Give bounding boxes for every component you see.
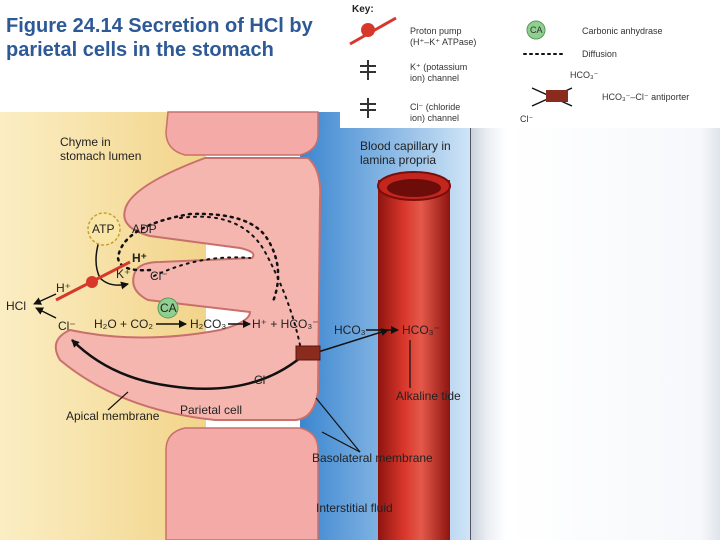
blood-capillary-label: Blood capillary in lamina propria bbox=[360, 139, 454, 167]
key-diffusion-label: Diffusion bbox=[582, 49, 617, 59]
ca-label: CA bbox=[160, 301, 177, 315]
proton-pump-arrow bbox=[55, 260, 131, 302]
apical-leader bbox=[107, 391, 129, 411]
co2-diffusion-path bbox=[179, 215, 301, 346]
key-antiporter-label: HCO₃⁻–Cl⁻ antiporter bbox=[602, 92, 689, 102]
key-cl-channel-label: Cl⁻ (chloride ion) channel bbox=[410, 102, 463, 123]
key-ca-symbol: CA bbox=[530, 25, 543, 35]
key-antiporter-hco3: HCO₃⁻ bbox=[570, 70, 599, 80]
slide-title: Figure 24.14 Secretion of HCl by parieta… bbox=[6, 15, 313, 61]
cl-diffusion-path bbox=[153, 256, 251, 277]
k-pump-label: K⁺ bbox=[116, 267, 130, 281]
hcl-arrow bbox=[33, 293, 57, 305]
right-panel bbox=[470, 128, 720, 540]
equation-right-label: H⁺ + HCO₃⁻ bbox=[252, 317, 319, 331]
key-antiporter-cl: Cl⁻ bbox=[520, 114, 533, 124]
hco3-out-arrow bbox=[317, 328, 389, 353]
h-left-label: H⁺ bbox=[56, 281, 71, 295]
adp-label: ADP bbox=[132, 222, 157, 236]
blood-capillary bbox=[378, 180, 450, 540]
hco3-out-label: HCO₃ bbox=[334, 323, 366, 337]
carbonic-anhydrase-circle bbox=[157, 297, 179, 319]
interstitial-fluid-label: Interstitial fluid bbox=[316, 501, 393, 515]
alkaline-tide-label: Alkaline tide bbox=[396, 389, 461, 403]
equation-left-label: H₂O + CO₂ bbox=[94, 317, 153, 331]
key-background bbox=[340, 0, 720, 128]
lower-neighbor-cell bbox=[165, 427, 319, 540]
k-diffusion-path bbox=[116, 212, 280, 306]
key-ca-label: Carbonic anhydrase bbox=[582, 26, 663, 36]
cl-to-hcl-arrow bbox=[35, 307, 57, 319]
key-panel: Key: Proton pump (H⁺–K⁺ ATPase) K⁺ (pota… bbox=[340, 0, 720, 128]
atp-circle bbox=[87, 212, 121, 246]
key-proton-pump-label: Proton pump (H⁺–K⁺ ATPase) bbox=[410, 26, 476, 47]
equation-mid-label: H₂CO₃ bbox=[190, 317, 226, 331]
key-proton-pump-arrow bbox=[349, 16, 397, 46]
hco3-blood-label: HCO₃⁻ bbox=[402, 323, 440, 337]
key-antiporter-icon bbox=[546, 90, 568, 102]
hco3-cl-antiporter bbox=[295, 345, 321, 361]
key-k-channel-label: K⁺ (potassium ion) channel bbox=[410, 62, 470, 83]
basolateral-membrane-label: Basolateral membrane bbox=[312, 451, 433, 465]
basolateral-leader-1 bbox=[315, 397, 361, 453]
key-ca-icon bbox=[526, 20, 546, 40]
apical-membrane-label: Apical membrane bbox=[66, 409, 160, 423]
atp-label: ATP bbox=[92, 222, 114, 236]
hcl-label: HCl bbox=[6, 299, 26, 313]
key-title: Key: bbox=[352, 4, 374, 15]
key-cl-channel-icon bbox=[360, 98, 376, 118]
cl-lumen-label: Cl⁻ bbox=[58, 319, 76, 333]
basolateral-leader-2 bbox=[321, 431, 361, 453]
parietal-cell bbox=[54, 157, 322, 421]
key-k-channel-icon bbox=[360, 60, 376, 80]
parietal-cell-label: Parietal cell bbox=[180, 403, 242, 417]
cl-in-label: Cl bbox=[254, 373, 265, 387]
chyme-label: Chyme in stomach lumen bbox=[60, 135, 141, 163]
upper-neighbor-cell bbox=[165, 111, 319, 156]
h-pump-label: H⁺ bbox=[132, 251, 147, 265]
capillary-lumen bbox=[387, 179, 441, 197]
cl-small-label: Cl⁻ bbox=[150, 269, 168, 283]
cl-in-path bbox=[71, 339, 301, 390]
